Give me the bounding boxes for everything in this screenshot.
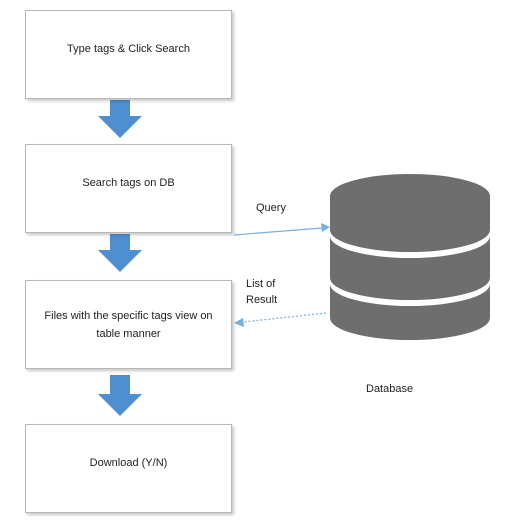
result-connector [234, 312, 327, 327]
database-label: Database [366, 383, 414, 395]
step-label: Search tags on DB [82, 176, 175, 189]
flow-arrow-2 [98, 234, 142, 272]
step-label: Files with the specific tags view on tab… [44, 309, 213, 340]
database-icon [330, 174, 490, 340]
step-label: Type tags & Click Search [67, 42, 190, 55]
step-box-search-tags: Search tags on DB [25, 144, 232, 233]
step-box-files-view: Files with the specific tags view on tab… [25, 280, 232, 369]
flow-arrow-1 [98, 100, 142, 138]
step-box-type-tags: Type tags & Click Search [25, 10, 232, 99]
query-label: Query [256, 202, 286, 214]
flow-arrow-3 [98, 375, 142, 416]
result-label: List of Result [246, 278, 278, 306]
query-connector [233, 223, 330, 236]
step-label: Download (Y/N) [89, 456, 168, 469]
step-box-download: Download (Y/N) [25, 424, 232, 513]
